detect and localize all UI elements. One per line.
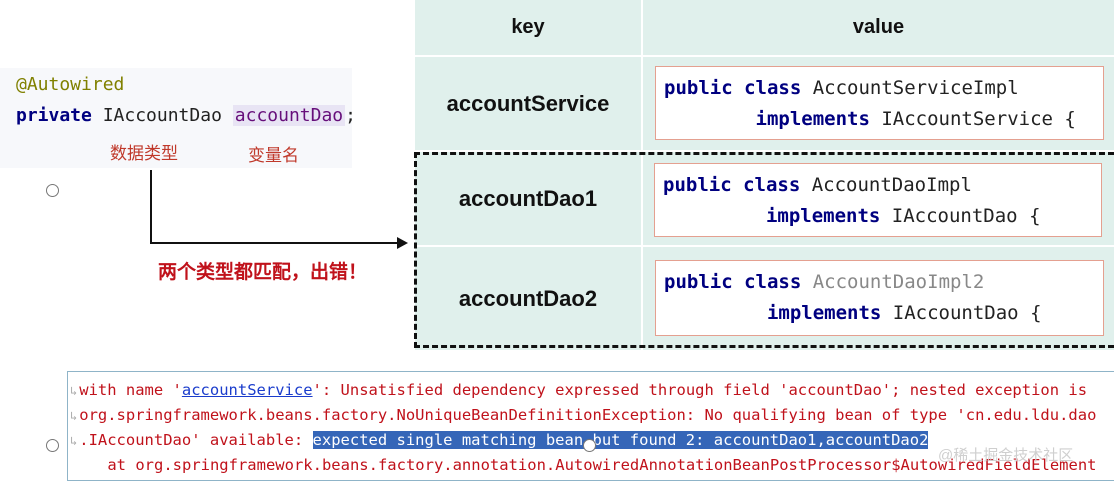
table-row: accountService public class AccountServi… — [415, 57, 1114, 150]
interface-name: IAccountService { — [881, 108, 1076, 130]
bean-key: accountService — [415, 57, 641, 150]
field-variable: accountDao — [232, 105, 346, 126]
table-row: accountDao2 public class AccountDaoImpl2… — [415, 247, 1114, 350]
log-line: ↳with name 'accountService': Unsatisfied… — [70, 379, 1087, 401]
cursor-marker-icon — [583, 439, 596, 452]
conflict-highlight-box — [414, 152, 1114, 348]
gutter-marker-icon[interactable] — [46, 439, 59, 452]
class-code: public class AccountDaoImpl2 implements … — [655, 260, 1104, 336]
gutter-marker-icon[interactable] — [46, 184, 59, 197]
bean-key: accountDao2 — [415, 247, 641, 350]
code-keyword: public class — [664, 77, 802, 99]
watermark: @稀土掘金技术社区 — [938, 447, 1074, 464]
log-line: ↳.IAccountDao' available: expected singl… — [70, 429, 929, 451]
bean-link[interactable]: accountService — [181, 381, 313, 399]
log-text: with name ' — [79, 381, 182, 399]
autowired-annotation: @Autowired — [16, 74, 125, 95]
header-value: value — [643, 0, 1114, 55]
private-keyword: private — [16, 105, 92, 126]
code-keyword: public class — [664, 271, 802, 293]
data-type-label: 数据类型 — [110, 144, 178, 163]
error-note: 两个类型都匹配，出错！ — [158, 262, 368, 283]
log-line: at org.springframework.beans.factory.ann… — [70, 454, 1097, 476]
field-declaration: private IAccountDao accountDao; — [16, 105, 356, 126]
log-line: ↳org.springframework.beans.factory.NoUni… — [70, 404, 1096, 426]
wrap-icon: ↳ — [70, 409, 78, 423]
class-code: public class AccountDaoImpl implements I… — [654, 163, 1102, 237]
interface-name: IAccountDao { — [891, 205, 1041, 227]
code-keyword: implements — [755, 108, 870, 130]
log-text: .IAccountDao' available: — [79, 431, 313, 449]
table-row: accountDao1 public class AccountDaoImpl … — [415, 152, 1114, 245]
code-keyword: public class — [663, 174, 801, 196]
code-keyword: implements — [765, 205, 881, 227]
wrap-icon: ↳ — [70, 384, 78, 398]
interface-name: IAccountDao { — [892, 302, 1042, 324]
field-type: IAccountDao — [102, 105, 222, 126]
bean-map-table: key value accountService public class Ac… — [415, 0, 1114, 350]
bean-value-cell: public class AccountDaoImpl2 implements … — [643, 247, 1114, 350]
log-text: at org.springframework.beans.factory.ann… — [70, 456, 1097, 474]
error-log[interactable]: ↳with name 'accountService': Unsatisfied… — [67, 371, 1114, 481]
bean-value-cell: public class AccountServiceImpl implemen… — [643, 57, 1114, 150]
class-name: AccountDaoImpl — [811, 174, 972, 196]
selected-text[interactable]: expected single matching bean but found … — [312, 431, 929, 449]
log-text: org.springframework.beans.factory.NoUniq… — [79, 406, 1097, 424]
semicolon: ; — [345, 105, 356, 126]
variable-name-label: 变量名 — [248, 146, 299, 165]
table-header-row: key value — [415, 0, 1114, 55]
header-key: key — [415, 0, 641, 55]
code-keyword: implements — [766, 302, 882, 324]
bean-value-cell: public class AccountDaoImpl implements I… — [643, 152, 1114, 245]
bean-key: accountDao1 — [415, 152, 641, 245]
class-name: AccountDaoImpl2 — [812, 271, 985, 293]
log-text: ': Unsatisfied dependency expressed thro… — [312, 381, 1088, 399]
class-code: public class AccountServiceImpl implemen… — [655, 66, 1104, 140]
class-name: AccountServiceImpl — [812, 77, 1019, 99]
wrap-icon: ↳ — [70, 434, 78, 448]
